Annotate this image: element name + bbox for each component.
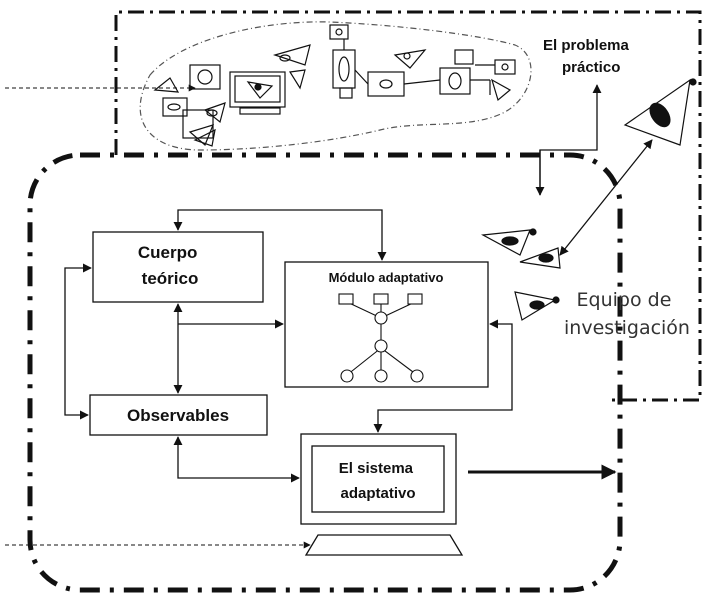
system-frame xyxy=(27,152,623,593)
monitor xyxy=(300,433,464,556)
sistema-label-line1: El sistema xyxy=(339,460,414,477)
eye-icon xyxy=(481,228,537,256)
sistema-label-line2: adaptativo xyxy=(340,485,415,502)
eye-icon xyxy=(519,247,561,269)
equipo-label-line2: investigación xyxy=(564,317,690,339)
problem-sketch xyxy=(153,24,516,147)
modulo-adaptativo-label: Módulo adaptativo xyxy=(329,270,444,285)
connectors xyxy=(64,209,513,483)
problem-blob xyxy=(139,21,532,151)
observer-link-arrow xyxy=(559,139,653,256)
cuerpo-label-line1: Cuerpo xyxy=(138,243,198,262)
problem-label-line1: El problema xyxy=(543,37,630,54)
arrow-to-problem xyxy=(539,84,602,195)
problem-label-line2: práctico xyxy=(562,59,620,76)
cuerpo-label-line2: teórico xyxy=(142,269,199,288)
eye-icon xyxy=(623,78,697,146)
observables-label: Observables xyxy=(127,406,229,425)
problem-frame xyxy=(114,10,702,402)
eye-icons xyxy=(481,78,697,321)
equipo-label: Equipo de investigación xyxy=(564,289,690,339)
eye-icon xyxy=(514,291,560,321)
problem-label: El problema práctico xyxy=(543,37,633,76)
equipo-label-line1: Equipo de xyxy=(577,289,672,311)
sistema-label: El sistema adaptativo xyxy=(339,460,417,502)
